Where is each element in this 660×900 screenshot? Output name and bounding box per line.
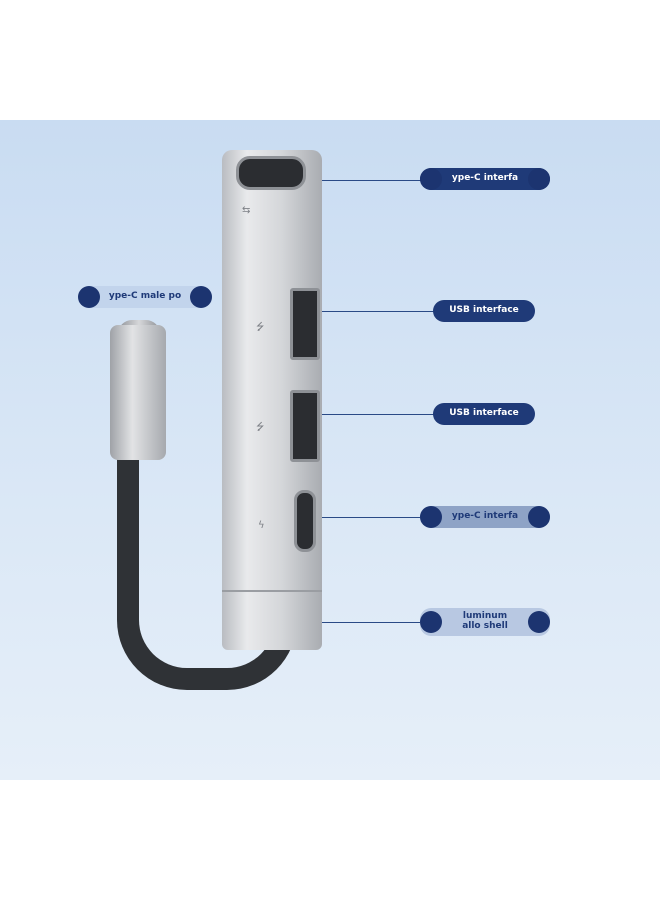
usb-symbol-icon: ⭍ <box>256 322 265 333</box>
usb-port-2 <box>290 390 320 462</box>
type-c-port <box>236 156 306 190</box>
label-text: USB interface <box>449 305 519 316</box>
ss-usb-icon: ⇆ <box>242 205 251 216</box>
dot <box>528 168 550 190</box>
label-text: ype-C interfa <box>451 173 519 184</box>
callout-usb-interface: USB interface <box>433 403 535 425</box>
callout-usb-interface: USB interface <box>433 300 535 322</box>
callout-type-c-male-port: ype-C male po <box>78 286 212 308</box>
label-text: ype-C interfa <box>451 511 519 522</box>
dot <box>190 286 212 308</box>
type-c-port-2 <box>294 490 316 552</box>
label-text: luminum allo shell <box>462 611 508 631</box>
callout-line <box>322 517 422 518</box>
label-text: ype-C male po <box>108 291 182 302</box>
lightning-icon: ϟ <box>258 520 265 531</box>
dot <box>420 168 442 190</box>
aluminum-hub-body: ⇆ ⭍ ⭍ ϟ <box>222 150 322 650</box>
dot <box>420 506 442 528</box>
callout-type-c-interface: ype-C interfa <box>420 506 550 528</box>
label-text: USB interface <box>449 408 519 419</box>
dot <box>78 286 100 308</box>
callout-line <box>322 311 434 312</box>
dot <box>528 506 550 528</box>
type-c-male-plug <box>110 325 166 460</box>
product-image: ⇆ ⭍ ⭍ ϟ ype-C interfa USB interface USB … <box>0 120 660 780</box>
dot <box>420 611 442 633</box>
callout-type-c-interface: ype-C interfa <box>420 168 550 190</box>
usb-port-1 <box>290 288 320 360</box>
callout-line <box>322 414 434 415</box>
dot <box>528 611 550 633</box>
callout-line <box>322 180 422 181</box>
shell-seam <box>222 590 322 592</box>
callout-line <box>322 622 422 623</box>
usb-symbol-icon: ⭍ <box>256 422 265 433</box>
